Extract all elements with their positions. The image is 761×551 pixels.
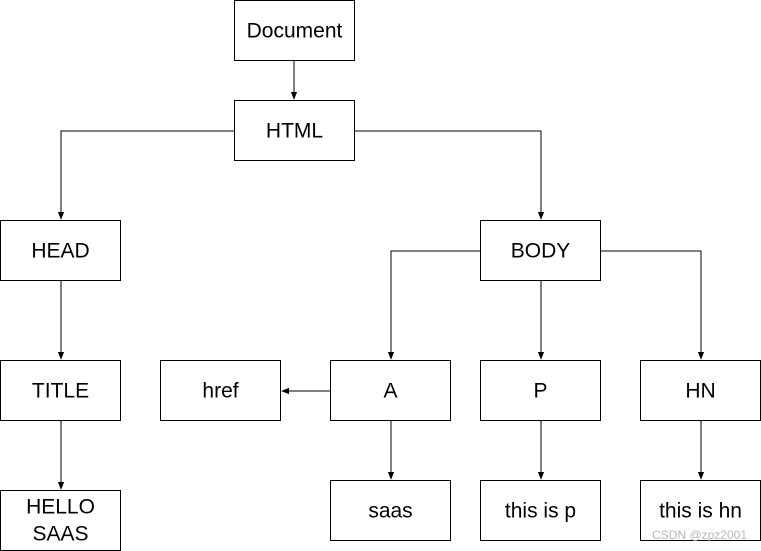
node-hello-saas: HELLO SAAS [0,490,121,551]
watermark: CSDN @zpz2001 [652,528,747,542]
node-this-is-hn-box [640,480,761,541]
edge-html-head [57,130,234,220]
node-href: href [160,360,281,421]
node-head: HEAD [0,220,121,281]
node-title-box [0,360,121,421]
node-hello-saas-label-line2: SAAS [32,523,88,546]
node-head-label: HEAD [31,240,89,263]
node-this-is-hn-label: this is hn [659,500,742,523]
node-this-is-p-box [480,480,601,541]
node-a-label: A [383,380,397,403]
node-p-box [480,360,601,421]
node-a: A [330,360,451,421]
node-this-is-hn: this is hn [640,480,761,541]
node-p: P [480,360,601,421]
edges [57,61,705,490]
node-hello-saas-box [0,490,121,551]
node-title-label: TITLE [32,380,89,403]
node-title: TITLE [0,360,121,421]
node-hn-label: HN [685,380,715,403]
node-document-box [234,0,355,61]
node-a-box [330,360,451,421]
node-this-is-p-label: this is p [505,500,576,523]
node-html: HTML [234,100,355,161]
node-href-box [160,360,281,421]
node-saas: saas [330,480,451,541]
edge-body-a [387,250,481,360]
node-href-label: href [202,380,238,403]
node-body-label: BODY [511,240,571,263]
node-hn: HN [640,360,761,421]
node-saas-label: saas [368,500,412,523]
edge-body-hn [601,250,705,360]
node-document-label: Document [247,20,343,43]
node-html-box [234,100,355,161]
node-hello-saas-label-line1: HELLO [26,496,95,519]
node-saas-box [330,480,451,541]
node-head-box [0,220,121,281]
node-p-label: P [533,380,547,403]
node-this-is-p: this is p [480,480,601,541]
edge-html-body [354,130,545,220]
node-html-label: HTML [266,120,323,143]
node-document: Document [234,0,355,61]
node-body-box [480,220,601,281]
node-body: BODY [480,220,601,281]
